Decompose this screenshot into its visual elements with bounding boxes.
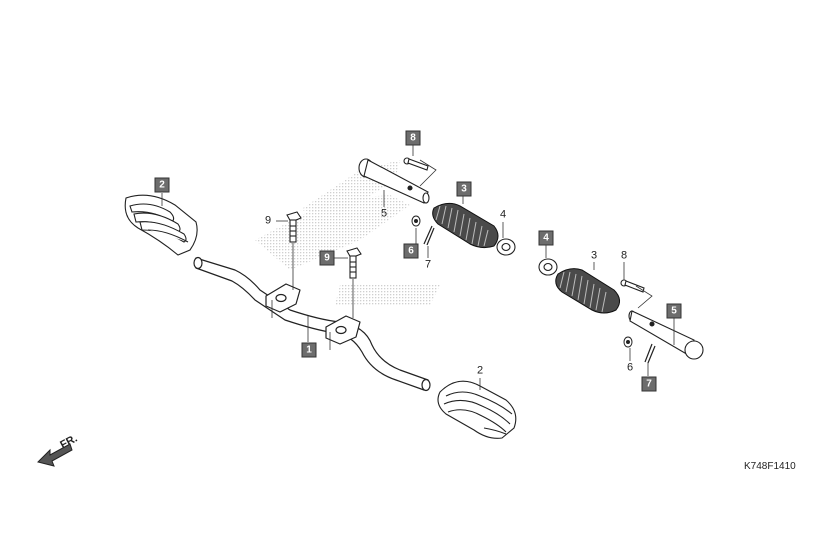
callout-2-right: 2 [476,364,484,377]
callout-3-lower: 3 [590,249,598,262]
callout-9-left: 9 [264,214,272,227]
small-pin-lower [620,279,645,293]
footrest-right [437,380,517,439]
callout-4-upper: 4 [499,208,507,221]
bolt-left [286,211,302,243]
pin-upper [358,158,430,204]
footrest-rubber-upper [432,202,499,249]
drawing-code: K748F1410 [744,461,796,472]
washer-lower [538,258,558,276]
callout-5-upper: 5 [380,207,388,220]
cotter-pin-upper [423,225,435,246]
washer-small-upper [411,215,421,227]
cotter-pin-lower [644,343,656,364]
leader-lines [161,145,675,390]
footrest-rubber-lower [555,268,620,314]
callout-box-5: 5 [666,303,682,319]
footrest-left [124,194,198,256]
callout-box-7: 7 [641,376,657,392]
washer-small-lower [623,336,633,348]
callout-box-9: 9 [319,250,335,266]
callout-box-2-left: 2 [154,177,170,193]
front-direction-arrow [37,443,73,467]
callout-box-3: 3 [456,181,472,197]
callout-box-4: 4 [538,230,554,246]
washer-upper [496,238,516,256]
bolt-right [346,247,362,279]
step-bar [193,256,431,392]
callout-box-8: 8 [405,130,421,146]
callout-7-upper: 7 [424,258,432,271]
pin-lower [628,310,704,360]
callout-box-6: 6 [403,243,419,259]
callout-box-1: 1 [301,342,317,358]
small-pin-upper [403,157,429,171]
callout-8-lower: 8 [620,249,628,262]
callout-6-lower: 6 [626,361,634,374]
watermark-logo [255,160,440,305]
